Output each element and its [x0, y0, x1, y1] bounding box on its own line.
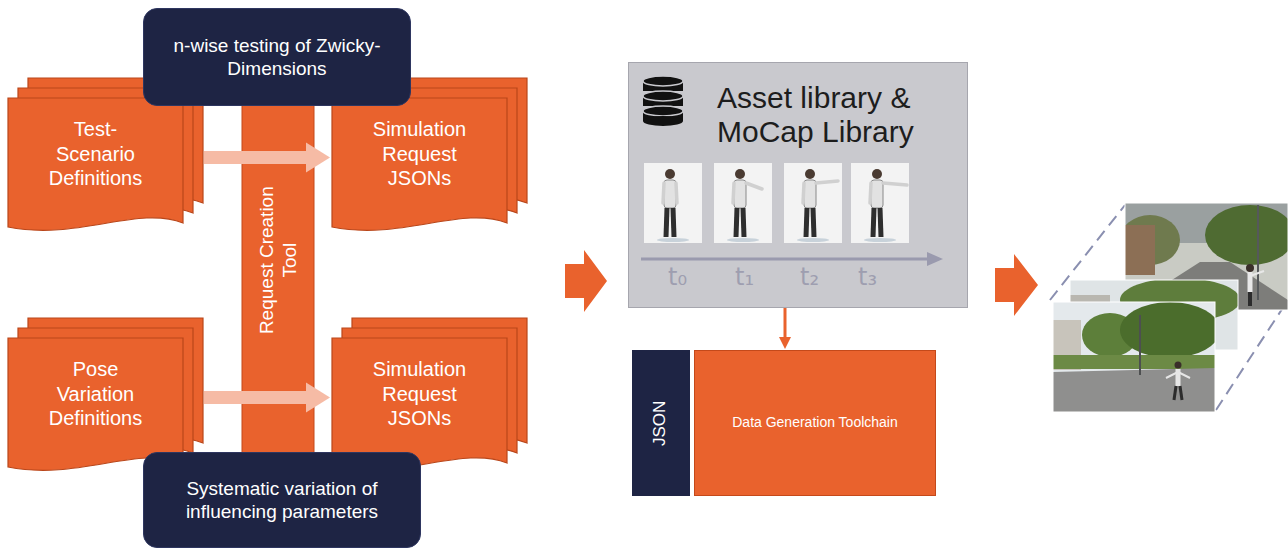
- arrow-head: [779, 337, 791, 349]
- text-holder: JSON: [632, 350, 690, 496]
- node-label: JSON: [651, 400, 672, 445]
- pose-figure: [714, 163, 772, 243]
- text-holder: Test-Scenario Definitions: [8, 98, 183, 210]
- process-box: Data Generation Toolchain: [694, 350, 936, 496]
- arrow-head: [306, 143, 330, 173]
- text-holder: Simulation Request JSONs: [332, 338, 507, 450]
- timeline-head: [927, 252, 943, 266]
- node-label: Pose Variation Definitions: [37, 357, 155, 430]
- time-label: t₁: [735, 264, 754, 290]
- pose-figure: [644, 163, 702, 243]
- document-page: [8, 98, 183, 230]
- document-page: [332, 98, 507, 230]
- node-label: Data Generation Toolchain: [732, 414, 898, 431]
- text-holder: Simulation Request JSONs: [332, 98, 507, 210]
- connector-group: [204, 143, 330, 173]
- connector-group: [204, 383, 330, 413]
- pose-figure: [784, 163, 842, 243]
- flow-arrow: [995, 254, 1038, 316]
- node-label: Simulation Request JSONs: [355, 357, 485, 430]
- text-holder: Request Creation Tool: [242, 55, 314, 465]
- rendered-image: [1053, 302, 1215, 412]
- connector: [204, 391, 307, 404]
- text-holder: Systematic variation of influencing para…: [144, 453, 420, 547]
- pose-figure: [851, 163, 909, 243]
- node-label: n-wise testing of Zwicky-Dimensions: [157, 34, 397, 80]
- text-holder: Asset library & MoCap Library: [717, 73, 967, 157]
- connector: [204, 151, 307, 164]
- node-label: Asset library & MoCap Library: [717, 81, 967, 150]
- arrow-head: [306, 383, 330, 413]
- text-holder: Data Generation Toolchain: [695, 351, 935, 495]
- time-label: t₂: [800, 264, 819, 290]
- node-label: Simulation Request JSONs: [355, 117, 485, 190]
- flow-arrow: [565, 250, 607, 312]
- node-label: Test-Scenario Definitions: [37, 117, 155, 190]
- document-page: [332, 338, 507, 470]
- format-tag: JSON: [632, 350, 690, 496]
- time-label: t₀: [668, 264, 687, 290]
- time-label: t₃: [858, 264, 877, 290]
- note-callout: n-wise testing of Zwicky-Dimensions: [143, 8, 411, 106]
- timeline: [641, 258, 929, 261]
- database-icon: [643, 76, 683, 126]
- document-stack: Pose Variation Definitions: [8, 318, 203, 473]
- connector: [784, 308, 787, 338]
- text-holder: Pose Variation Definitions: [8, 338, 183, 450]
- text-holder: n-wise testing of Zwicky-Dimensions: [144, 9, 410, 105]
- connector-group: [779, 308, 791, 349]
- document-page: [8, 338, 183, 470]
- node-label: Systematic variation of influencing para…: [172, 477, 392, 523]
- document-stack: Simulation Request JSONs: [332, 318, 527, 473]
- note-callout: Systematic variation of influencing para…: [143, 452, 421, 548]
- tool-bar: Request Creation Tool: [242, 55, 314, 465]
- node-label: Request Creation Tool: [255, 173, 301, 348]
